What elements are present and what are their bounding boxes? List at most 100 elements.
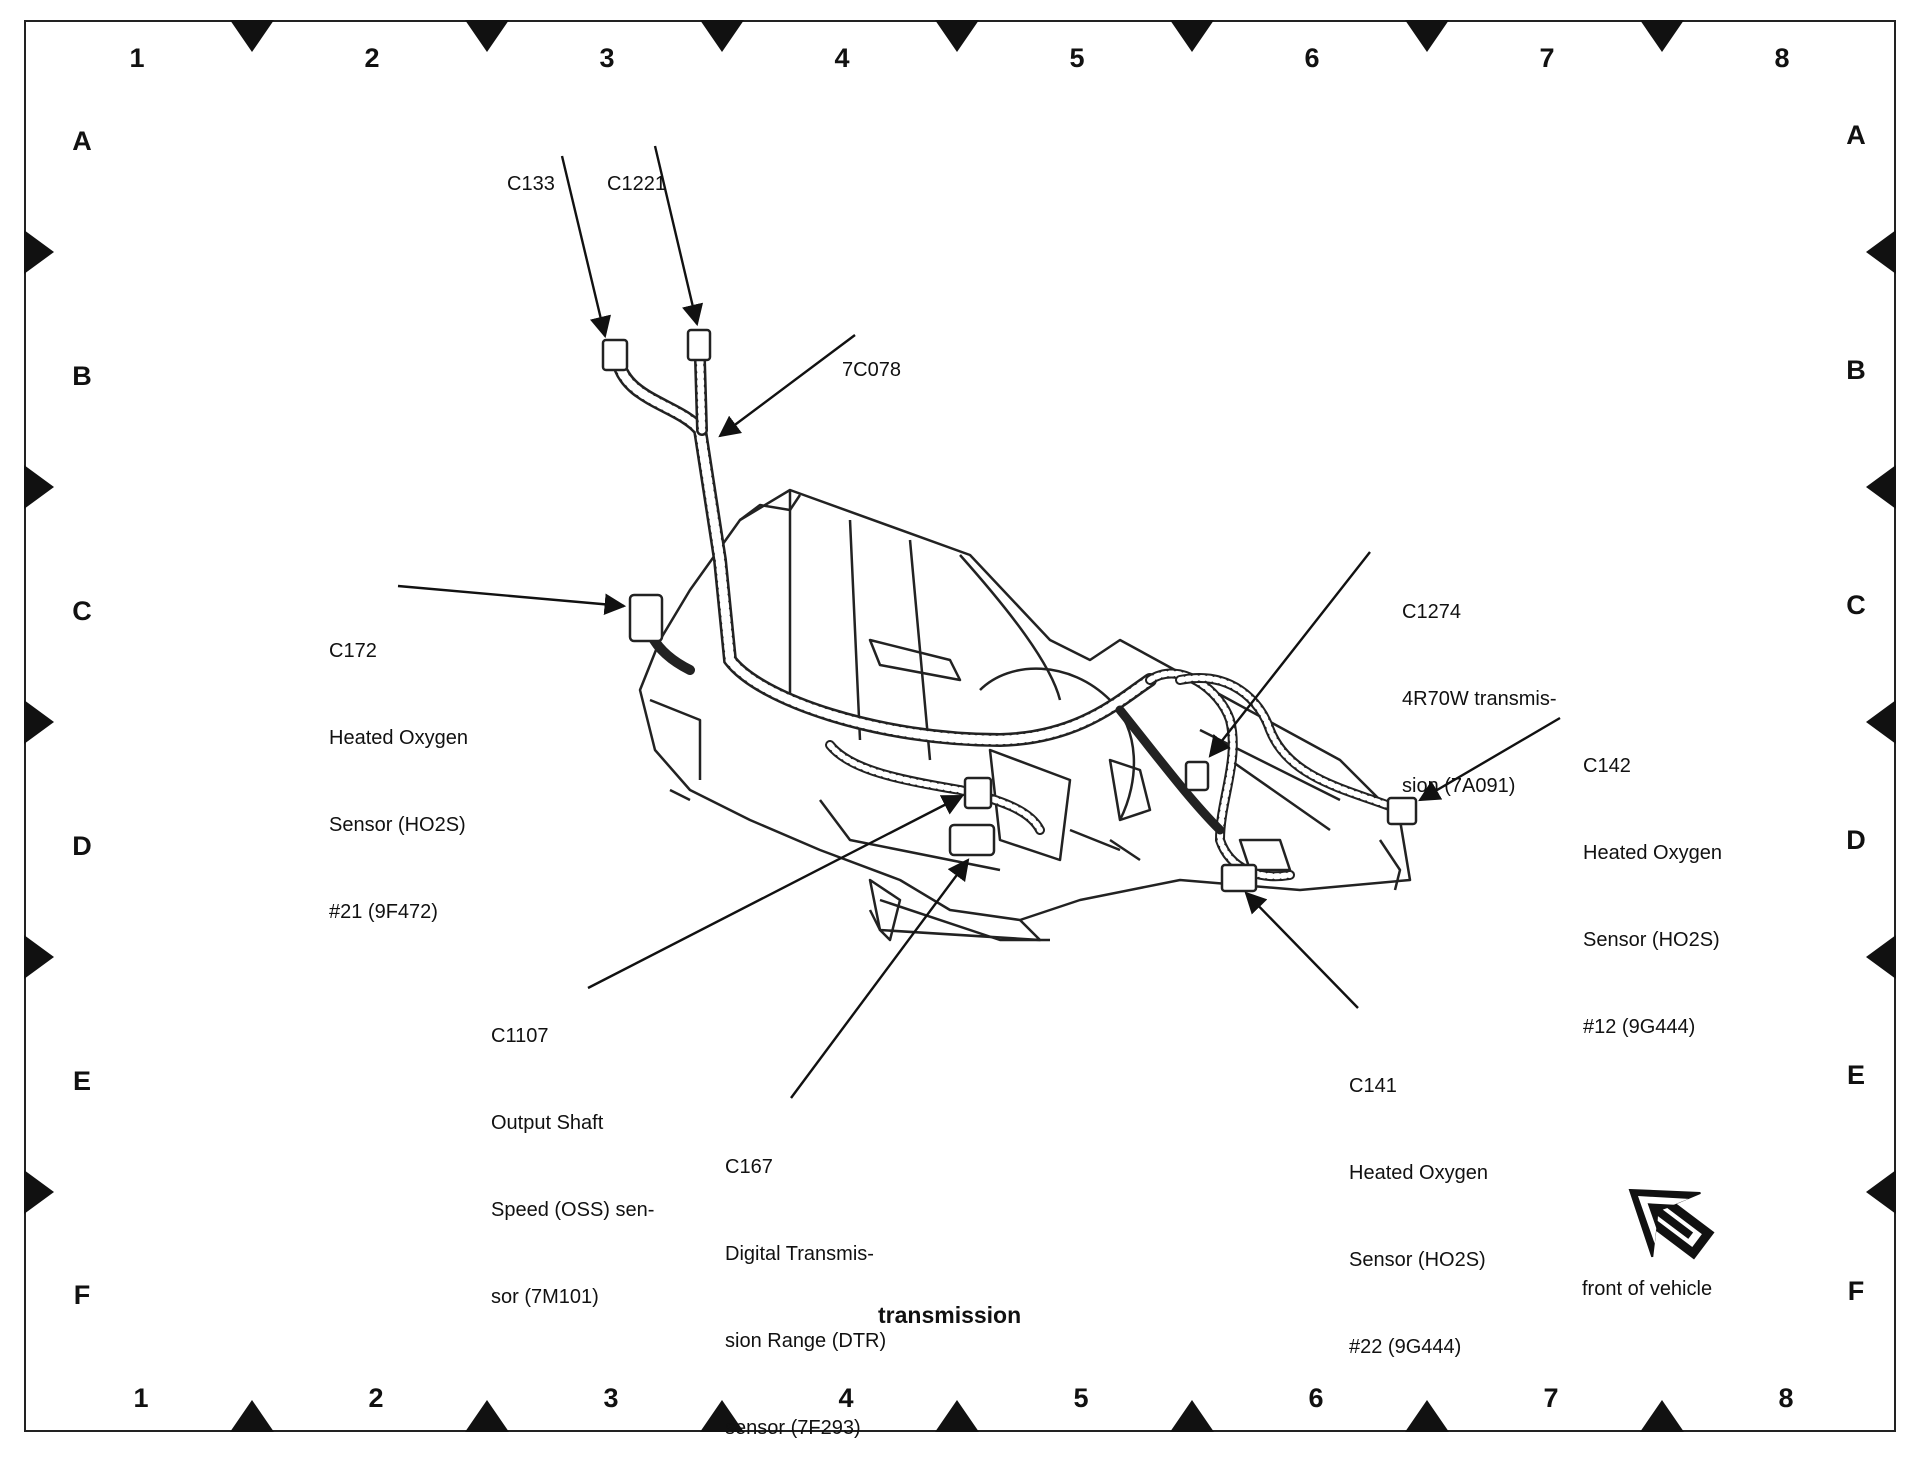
grid-row-markers-right [1866, 230, 1896, 1214]
grid-marker-right-4 [1866, 935, 1896, 979]
grid-row-markers-left [24, 230, 54, 1214]
grid-marker-top-5 [1170, 20, 1214, 52]
transmission-housing [638, 488, 1412, 942]
callout-c141: C141 Heated Oxygen Sensor (HO2S) #22 (9G… [1349, 1014, 1488, 1391]
callout-c172-line-1: C172 [329, 640, 377, 662]
callout-c167: C167 Digital Transmis- sion Range (DTR) … [725, 1095, 886, 1472]
grid-marker-left-4 [24, 935, 54, 979]
c1274-connector [1184, 760, 1210, 792]
c167-connector [948, 823, 996, 857]
grid-marker-bottom-3 [700, 1400, 744, 1432]
leader-lines [397, 145, 1561, 1099]
grid-marker-right-2 [1866, 465, 1896, 509]
callout-c141-line-3: Sensor (HO2S) [1349, 1249, 1486, 1271]
grid-column-markers-bottom [230, 1400, 1684, 1432]
grid-marker-left-2 [24, 465, 54, 509]
callout-c133: C133 [507, 112, 555, 228]
grid-row-e-right: E [1846, 1060, 1865, 1090]
connectors [601, 328, 1418, 893]
grid-marker-bottom-4 [935, 1400, 979, 1432]
grid-col-2-bottom: 2 [368, 1383, 384, 1413]
grid-col-6-bottom: 6 [1308, 1383, 1324, 1413]
callout-c1274-line-1: C1274 [1402, 601, 1461, 623]
grid-marker-left-1 [24, 230, 54, 274]
callout-c141-line-2: Heated Oxygen [1349, 1162, 1488, 1184]
grid-col-7-top: 7 [1539, 43, 1555, 73]
c133-connector [601, 338, 629, 372]
grid-col-5-bottom: 5 [1073, 1383, 1089, 1413]
c1107-connector [963, 776, 993, 810]
wiring-harness [611, 353, 1405, 882]
grid-marker-top-1 [230, 20, 274, 52]
callout-c172-line-2: Heated Oxygen [329, 727, 468, 749]
grid-marker-right-1 [1866, 230, 1896, 274]
grid-col-8-top: 8 [1774, 43, 1790, 73]
grid-col-3-bottom: 3 [603, 1383, 619, 1413]
callout-c167-line-2: Digital Transmis- [725, 1243, 874, 1265]
grid-marker-top-6 [1405, 20, 1449, 52]
grid-marker-top-3 [700, 20, 744, 52]
grid-col-2-top: 2 [364, 43, 380, 73]
callout-c1221-line-1: C1221 [607, 173, 666, 195]
grid-marker-top-4 [935, 20, 979, 52]
grid-row-e-left: E [72, 1066, 91, 1096]
grid-marker-right-5 [1866, 1170, 1896, 1214]
grid-col-1-bottom: 1 [133, 1383, 149, 1413]
grid-row-f-left: F [73, 1280, 91, 1310]
grid-col-7-bottom: 7 [1543, 1383, 1559, 1413]
grid-marker-bottom-2 [465, 1400, 509, 1432]
c172-connector [628, 593, 664, 643]
callout-c142: C142 Heated Oxygen Sensor (HO2S) #12 (9G… [1583, 694, 1722, 1071]
c141-connector [1220, 863, 1258, 893]
arrow-upper-left-icon [1628, 1188, 1715, 1260]
callout-c141-line-4: #22 (9G444) [1349, 1336, 1462, 1358]
grid-marker-left-5 [24, 1170, 54, 1214]
grid-marker-bottom-7 [1640, 1400, 1684, 1432]
callout-c172-line-3: Sensor (HO2S) [329, 814, 466, 836]
c1221-connector [686, 328, 712, 362]
callout-c1107-line-1: C1107 [491, 1025, 549, 1047]
grid-row-c-left: C [72, 596, 92, 626]
grid-marker-top-2 [465, 20, 509, 52]
grid-col-5-top: 5 [1069, 43, 1085, 73]
grid-row-a-left: A [72, 126, 92, 156]
grid-row-f-right: F [1847, 1276, 1865, 1306]
callout-c142-line-1: C142 [1583, 755, 1631, 777]
grid-row-c-right: C [1846, 590, 1866, 620]
c142-connector [1386, 796, 1418, 826]
callout-c133-line-1: C133 [507, 173, 555, 195]
callout-c167-line-3: sion Range (DTR) [725, 1330, 887, 1352]
grid-marker-right-3 [1866, 700, 1896, 744]
grid-col-1-top: 1 [129, 43, 145, 73]
callout-c1107-line-3: Speed (OSS) sen- [491, 1199, 655, 1221]
grid-marker-left-3 [24, 700, 54, 744]
front-of-vehicle-label: front of vehicle [1582, 1278, 1713, 1300]
grid-row-d-right: D [1846, 825, 1866, 855]
callout-c167-line-4: sensor (7F293) [725, 1417, 861, 1439]
grid-marker-top-7 [1640, 20, 1684, 52]
grid-col-6-top: 6 [1304, 43, 1320, 73]
callout-c142-line-2: Heated Oxygen [1583, 842, 1722, 864]
callout-c1274: C1274 4R70W transmis- sion (7A091) [1402, 540, 1556, 830]
grid-col-3-top: 3 [599, 43, 615, 73]
grid-column-markers-top [230, 20, 1684, 52]
grid-col-4-top: 4 [834, 43, 850, 73]
callout-c1107: C1107 Output Shaft Speed (OSS) sen- sor … [491, 964, 654, 1341]
callout-c172: C172 Heated Oxygen Sensor (HO2S) #21 (9F… [329, 579, 468, 956]
callout-c167-line-1: C167 [725, 1156, 773, 1178]
grid-marker-bottom-1 [230, 1400, 274, 1432]
grid-col-4-bottom: 4 [838, 1383, 854, 1413]
grid-row-d-left: D [72, 831, 92, 861]
grid-row-a-right: A [1846, 120, 1866, 150]
callout-c142-line-3: Sensor (HO2S) [1583, 929, 1720, 951]
callout-c141-line-1: C141 [1349, 1075, 1397, 1097]
grid-col-8-bottom: 8 [1778, 1383, 1794, 1413]
callout-7c078-line-1: 7C078 [842, 359, 901, 381]
callout-c1107-line-2: Output Shaft [491, 1112, 604, 1134]
callout-7c078: 7C078 [842, 298, 901, 414]
grid-row-b-left: B [72, 361, 92, 391]
callout-c142-line-4: #12 (9G444) [1583, 1016, 1696, 1038]
callout-c1274-line-3: sion (7A091) [1402, 775, 1516, 797]
grid-marker-bottom-6 [1405, 1400, 1449, 1432]
